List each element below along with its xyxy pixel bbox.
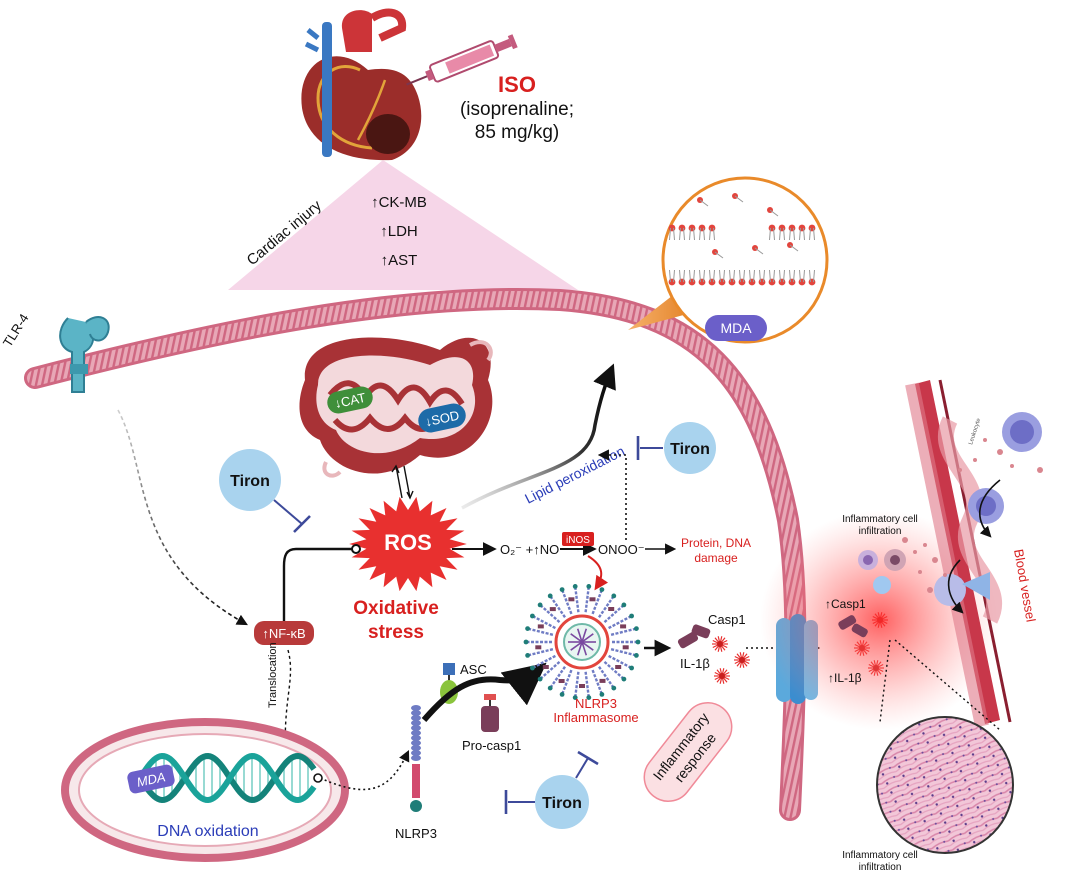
tiron-bottom-circle (535, 775, 589, 829)
reaction-reactants: O₂⁻ +↑NO (500, 542, 559, 557)
infiltration-top-line1: Inflammatory cell (842, 514, 918, 525)
damage-line2: damage (694, 551, 738, 565)
infiltration-top-line2: infiltration (859, 526, 902, 537)
reaction-to-inflammasome-arrow (587, 555, 609, 591)
cardiac-marker-ast: ↑AST (381, 252, 418, 269)
ros-to-nfkb-arrow (275, 547, 356, 644)
tissue-zoom-line-1 (879, 639, 891, 723)
nlrp3-protein-icon (410, 705, 422, 812)
tissue-casp1-icon (838, 615, 868, 638)
leukocyte-migration-arrow (978, 479, 1001, 538)
tlr4-label: TLR-4 (0, 311, 32, 350)
leukocyte-migration-arrow-2 (947, 559, 964, 614)
inflammation-glow (760, 510, 1000, 730)
membrane-mda-label: MDA (720, 320, 752, 336)
tiron-left-inhibit-line (273, 499, 303, 525)
asc-label: ASC (460, 662, 487, 677)
tiron-bottom-label: Tiron (542, 795, 582, 812)
cardiac-marker-ckmb: ↑CK-MB (371, 194, 427, 211)
inos-label: iNOS (566, 535, 590, 546)
iso-detail-line2: 85 mg/kg) (475, 122, 559, 143)
il1b-label: IL-1β (680, 656, 710, 671)
cardiac-injury-triangle (228, 160, 578, 290)
inflammasome-line2: Inflammasome (553, 710, 638, 725)
translocation-label: Translocation (267, 642, 279, 708)
leukocyte-icon (934, 412, 1042, 606)
tissue-dots (902, 438, 1043, 593)
heart-illustration (301, 8, 422, 161)
nfkb-label: ↑NF-κB (262, 626, 305, 641)
tiron-bottom-up-bar (577, 750, 599, 766)
dna-mda-label: MDA (135, 769, 166, 790)
inflammatory-response-pill (643, 702, 733, 802)
sod-label: ↓SOD (424, 408, 461, 430)
assembly-arrow (421, 662, 547, 722)
infiltration-bottom-line2: infiltration (859, 862, 902, 873)
immune-cells-icon (858, 549, 906, 594)
inos-badge (562, 532, 594, 546)
nucleus-inner (78, 733, 332, 847)
lipid-bilayer (668, 193, 816, 286)
sod-badge (418, 403, 466, 433)
onoo-lipid-dotted-arrow (597, 449, 627, 540)
tiron-upper-circle (664, 422, 716, 474)
tiron-left-label: Tiron (230, 473, 270, 490)
nfkb-badge (254, 621, 314, 645)
tiron-upper-label: Tiron (670, 441, 710, 458)
cat-label: ↓CAT (333, 390, 367, 411)
inflammasome-icon (523, 584, 641, 700)
reaction-product: ONOO⁻ (598, 542, 645, 557)
procasp1-label: Pro-casp1 (462, 738, 521, 753)
tissue-casp1-label: ↑Casp1 (825, 597, 866, 611)
iso-title: ISO (498, 72, 536, 97)
cardiac-marker-ldh: ↑LDH (380, 223, 418, 240)
dna-oxidation-label: DNA oxidation (157, 823, 258, 840)
ros-nfkb-origin-dot (351, 544, 361, 554)
equilibrium-arrow (391, 464, 414, 500)
oxidative-stress-line1: Oxidative (353, 598, 439, 619)
membrane-zoom-circle (661, 176, 829, 344)
tiron-bottom-up-line (575, 757, 589, 779)
tissue-il1b-label: ↑IL-1β (828, 671, 862, 685)
cat-badge (327, 386, 373, 414)
oxidative-stress-line2: stress (368, 622, 424, 643)
tiron-left-circle (219, 449, 281, 511)
dna-to-nlrp3-dotted-arrow (319, 749, 410, 791)
tlr4-receptor-icon (59, 316, 110, 393)
infiltration-bottom-line1: Inflammatory cell (842, 850, 918, 861)
tissue-zoom-line-2 (894, 639, 1001, 731)
ros-label: ROS (384, 530, 432, 555)
syringe-icon (406, 34, 518, 86)
tlr4-to-nfkb-dashed-arrow (117, 409, 248, 626)
lipid-peroxidation-arrow (461, 363, 616, 510)
tiron-left-inhibit-bar (293, 515, 311, 533)
casp1-protein-icon (677, 624, 711, 649)
dna-mda-badge (127, 764, 175, 794)
dna-arrow-origin-dot (313, 773, 323, 783)
blood-vessel-illustration (905, 379, 1012, 728)
procasp1-protein-icon (481, 694, 499, 732)
histology-zoom-circle (876, 716, 1014, 854)
iso-detail-line1: (isoprenaline; (460, 99, 574, 120)
inflammasome-line1: NLRP3 (575, 696, 617, 711)
blood-vessel-label: Blood vessel (1011, 548, 1039, 623)
damage-line1: Protein, DNA (681, 536, 751, 550)
leukocyte-label: Leukocyte (968, 417, 982, 445)
ros-starburst (349, 496, 467, 592)
nlrp3-label: NLRP3 (395, 826, 437, 841)
casp1-label: Casp1 (708, 612, 746, 627)
membrane-mda-badge (705, 315, 767, 341)
